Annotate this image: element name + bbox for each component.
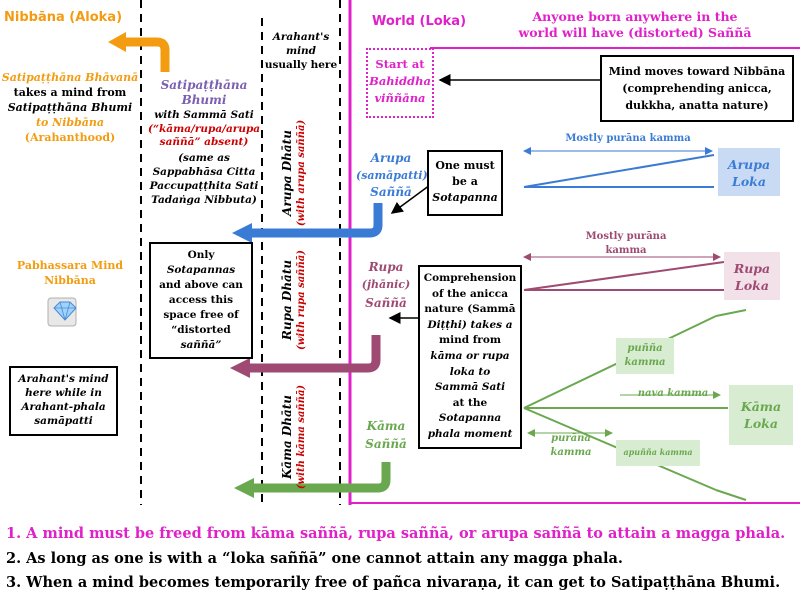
rupa-sanna: Rupa (jhānic) Saññā	[361, 260, 411, 310]
world-loka-title: World (Loka)	[372, 14, 467, 29]
start-box: Start at Bahiddha viññāna	[366, 48, 434, 118]
purana-kamma: purāna kamma	[550, 433, 592, 458]
nava-kamma: nava kamma	[637, 388, 709, 399]
mostly-purana-2: Mostly purāna kamma	[585, 231, 667, 256]
arupa-loka-box: Arupa Loka	[718, 148, 780, 196]
sotapanna-arrow	[390, 184, 431, 214]
bhumi-absent: (“kāma/rupa/arupa saññā” absent)	[148, 123, 261, 148]
only-sotapannas-box: Only Sotapannas and above can access thi…	[149, 242, 253, 359]
kama-dhatu-label: Kāma Dhātu (with kāma saññā)	[280, 384, 307, 490]
nibbana-aloka-title: Nibbāna (Aloka)	[4, 10, 123, 25]
mind-moves-box: Mind moves toward Nibbāna (comprehending…	[600, 55, 794, 122]
rupa-loka-box: Rupa Loka	[724, 252, 780, 300]
arahant-mind-text: Arahant's mind usually here	[264, 31, 338, 71]
mostly-purana-1: Mostly purāna kamma	[565, 133, 691, 144]
diamond-icon	[48, 298, 76, 326]
sotapanna-box: One must be a Sotapanna	[427, 150, 503, 216]
blue-arrow	[248, 203, 383, 238]
arupa-line	[523, 154, 715, 188]
note-2: 2. As long as one is with a “loka saññā”…	[6, 550, 623, 567]
anyone-born-text: Anyone born anywhere in the world will h…	[518, 9, 752, 40]
orange-arrow	[122, 37, 170, 72]
note-1: 1. A mind must be freed from kāma saññā,…	[6, 525, 786, 542]
note-3: 3. When a mind becomes temporarily free …	[6, 574, 781, 591]
comprehension-box: Comprehension of the anicca nature (Samm…	[418, 265, 522, 449]
arupa-dhatu-label: Arupa Dhātu (with arupa saññā)	[280, 119, 307, 227]
green-arrow	[250, 462, 391, 493]
pabhassara-text: Pabhassara Mind Nibbāna	[16, 259, 124, 287]
arupa-sanna: Arupa (samāpatti) Saññā	[356, 151, 428, 199]
punna-kamma-box: puñña kamma	[616, 338, 674, 374]
bhavana-text: Satipaṭṭhāna Bhāvanā takes a mind from S…	[1, 71, 139, 144]
bhumi-with-sati: with Sammā Sati	[154, 109, 254, 121]
rupa-line	[523, 261, 725, 291]
bhumi-title: Satipaṭṭhāna Bhumi	[160, 78, 248, 107]
purple-arrow	[246, 335, 381, 373]
kama-loka-box: Kāma Loka	[729, 385, 793, 445]
kama-sanna: Kāma Saññā	[365, 419, 407, 451]
bhumi-same-as: (same as Sappabhāsa Citta Paccupaṭṭhita …	[149, 152, 259, 206]
apunna-kamma-box: apuñña kamma	[616, 440, 700, 466]
arahant-phala-box: Arahant's mind here while in Arahant-pha…	[9, 366, 118, 436]
rupa-dhatu-label: Rupa Dhātu (with rupa saññā)	[280, 250, 307, 350]
